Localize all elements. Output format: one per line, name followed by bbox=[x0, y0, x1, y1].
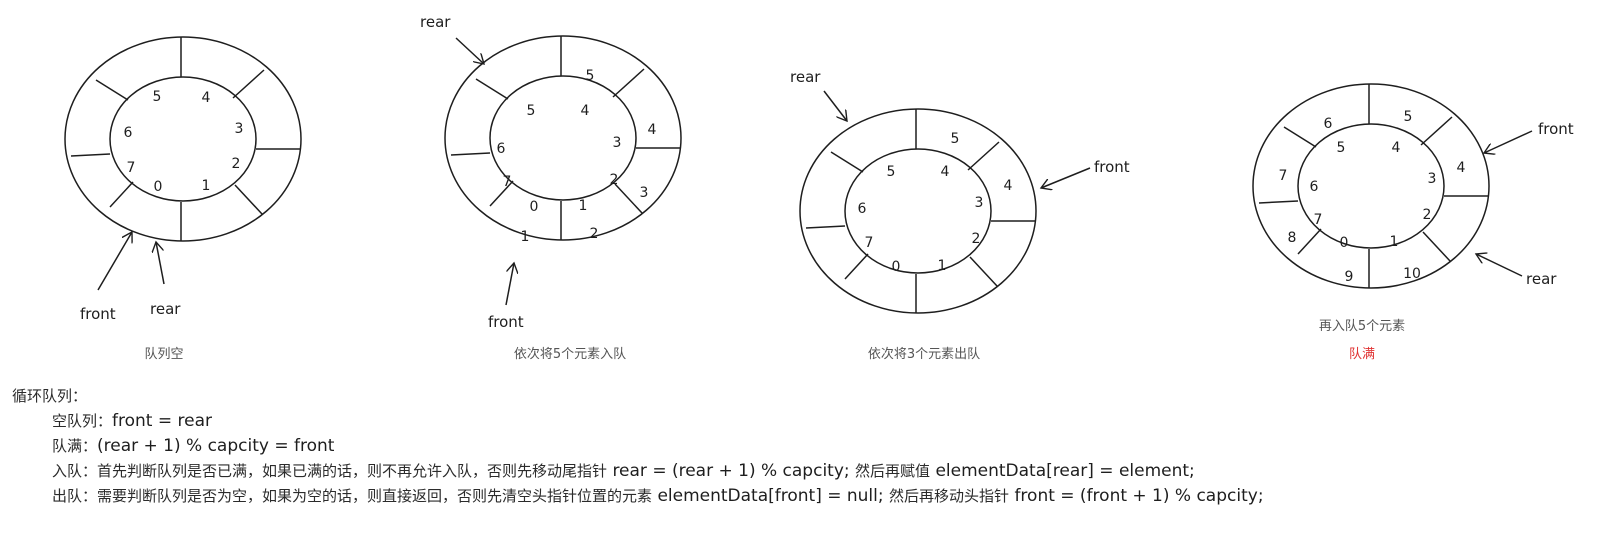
note-empty: 空队列：front = rear bbox=[12, 409, 1264, 434]
notes-section: 循环队列： 空队列：front = rear 队满：(rear + 1) % c… bbox=[12, 384, 1264, 509]
slot-index: 6 bbox=[1310, 179, 1319, 195]
enqueue-text: 然后再赋值 bbox=[855, 462, 931, 480]
slot-index: 7 bbox=[127, 160, 136, 176]
caption: 依次将5个元素入队 bbox=[514, 346, 626, 362]
stored-values: 4 5 bbox=[951, 131, 1013, 194]
enqueue-text: 首先判断队列是否已满，如果已满的话，则不再允许入队，否则先移动尾指针 bbox=[97, 462, 608, 480]
slot-numbers: 0 1 2 3 4 5 6 7 bbox=[1310, 140, 1437, 251]
circular-queue-diagrams: 0 1 2 3 4 5 6 7 front rear 队列空 0 bbox=[64, 13, 1574, 362]
slot-value: 6 bbox=[1324, 116, 1333, 132]
caption: 队满 bbox=[1349, 347, 1375, 362]
slot-index: 6 bbox=[497, 141, 506, 157]
slot-value: 4 bbox=[1004, 178, 1013, 194]
front-arrow bbox=[1041, 167, 1091, 188]
rear-arrow bbox=[823, 90, 847, 121]
front-label: front bbox=[80, 305, 116, 323]
slot-index: 5 bbox=[1337, 140, 1346, 156]
slot-index: 2 bbox=[610, 172, 619, 188]
slot-index: 4 bbox=[581, 103, 590, 119]
rear-label: rear bbox=[790, 68, 821, 86]
enqueue-code: elementData[rear] = element; bbox=[935, 461, 1195, 481]
rear-label: rear bbox=[150, 300, 181, 318]
ring-full-queue: 0 1 2 3 4 5 6 7 9 10 4 5 6 7 8 front rea… bbox=[1252, 83, 1574, 362]
dequeue-code: front = (front + 1) % capcity; bbox=[1014, 486, 1264, 506]
slot-index: 1 bbox=[579, 198, 588, 214]
front-arrow bbox=[1484, 130, 1533, 153]
ring-enqueue-five: 0 1 2 3 4 5 6 7 1 2 3 4 5 rear front 依次将… bbox=[420, 13, 682, 362]
slot-index: 0 bbox=[1340, 235, 1349, 251]
slot-index: 7 bbox=[865, 235, 874, 251]
notes-title: 循环队列： bbox=[12, 387, 88, 405]
slot-index: 7 bbox=[503, 174, 512, 190]
slot-index: 1 bbox=[202, 178, 211, 194]
slot-value: 1 bbox=[521, 229, 530, 245]
slot-value: 4 bbox=[1457, 160, 1466, 176]
slot-index: 3 bbox=[975, 195, 984, 211]
slot-value: 5 bbox=[951, 131, 960, 147]
slot-value: 10 bbox=[1403, 266, 1421, 282]
slot-value: 3 bbox=[640, 185, 649, 201]
full-label: 队满： bbox=[52, 437, 98, 455]
front-arrow bbox=[97, 232, 132, 291]
slot-value: 4 bbox=[648, 122, 657, 138]
empty-label: 空队列： bbox=[52, 412, 113, 430]
slot-index: 4 bbox=[1392, 140, 1401, 156]
slot-index: 1 bbox=[1390, 234, 1399, 250]
slot-index: 5 bbox=[527, 103, 536, 119]
slot-index: 4 bbox=[941, 164, 950, 180]
enqueue-code: rear = (rear + 1) % capcity; bbox=[612, 461, 850, 481]
slot-index: 0 bbox=[154, 179, 163, 195]
slot-index: 2 bbox=[972, 231, 981, 247]
empty-formula: front = rear bbox=[112, 411, 212, 431]
rear-label: rear bbox=[420, 13, 451, 31]
note-full: 队满：(rear + 1) % capcity = front bbox=[12, 434, 1264, 459]
front-label: front bbox=[488, 313, 524, 331]
rear-arrow bbox=[455, 37, 484, 64]
caption: 队列空 bbox=[144, 347, 183, 362]
slot-index: 6 bbox=[124, 125, 133, 141]
slot-value: 2 bbox=[590, 226, 599, 242]
enqueue-label: 入队： bbox=[52, 462, 98, 480]
slot-value: 5 bbox=[1404, 109, 1413, 125]
slot-index: 3 bbox=[1428, 171, 1437, 187]
slot-numbers: 0 1 2 3 4 5 6 7 bbox=[858, 164, 984, 275]
front-arrow bbox=[505, 263, 514, 306]
slot-index: 1 bbox=[938, 258, 947, 274]
note-enqueue: 入队：首先判断队列是否已满，如果已满的话，则不再允许入队，否则先移动尾指针 re… bbox=[12, 459, 1264, 484]
full-formula: (rear + 1) % capcity = front bbox=[97, 436, 335, 456]
dequeue-code: elementData[front] = null; bbox=[657, 486, 884, 506]
slot-numbers: 0 1 2 3 4 5 6 7 bbox=[124, 89, 244, 195]
slot-index: 3 bbox=[613, 135, 622, 151]
front-label: front bbox=[1094, 158, 1130, 176]
slot-index: 5 bbox=[153, 89, 162, 105]
note-dequeue: 出队：需要判断队列是否为空，如果为空的话，则直接返回，否则先清空头指针位置的元素… bbox=[12, 484, 1264, 509]
slot-index: 4 bbox=[202, 90, 211, 106]
slot-index: 2 bbox=[232, 156, 241, 172]
caption-top: 再入队5个元素 bbox=[1319, 319, 1405, 334]
slot-index: 2 bbox=[1423, 207, 1432, 223]
slot-index: 0 bbox=[530, 199, 539, 215]
slot-index: 0 bbox=[892, 259, 901, 275]
slot-value: 9 bbox=[1345, 269, 1354, 285]
dequeue-label: 出队： bbox=[52, 487, 98, 505]
slot-index: 7 bbox=[1314, 212, 1323, 228]
ring-empty-queue: 0 1 2 3 4 5 6 7 front rear 队列空 bbox=[64, 36, 302, 362]
stored-values: 1 2 3 4 5 bbox=[521, 68, 657, 245]
slot-numbers: 0 1 2 3 4 5 6 7 bbox=[497, 103, 622, 215]
rear-arrow bbox=[1476, 254, 1523, 277]
caption: 依次将3个元素出队 bbox=[868, 346, 980, 362]
slot-index: 3 bbox=[235, 121, 244, 137]
ring-dequeue-three: 0 1 2 3 4 5 6 7 4 5 rear front 依次将3个元素出队 bbox=[790, 68, 1130, 362]
slot-value: 7 bbox=[1279, 168, 1288, 184]
slot-value: 5 bbox=[586, 68, 595, 84]
rear-arrow bbox=[156, 242, 165, 285]
front-label: front bbox=[1538, 120, 1574, 138]
slot-index: 5 bbox=[887, 164, 896, 180]
dequeue-text: 需要判断队列是否为空，如果为空的话，则直接返回，否则先清空头指针位置的元素 bbox=[97, 487, 653, 505]
rear-label: rear bbox=[1526, 270, 1557, 288]
dequeue-text: 然后再移动头指针 bbox=[889, 487, 1010, 505]
slot-index: 6 bbox=[858, 201, 867, 217]
stored-values: 9 10 4 5 6 7 8 bbox=[1279, 109, 1466, 285]
slot-value: 8 bbox=[1288, 230, 1297, 246]
